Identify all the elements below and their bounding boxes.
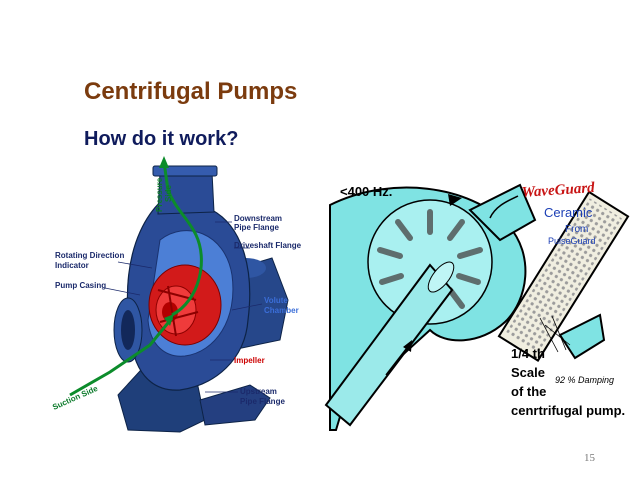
slide-subtitle: How do it work? [84, 128, 239, 150]
label-pump-casing: Pump Casing [55, 281, 106, 290]
label-scale-2: Scale [511, 365, 545, 380]
page-number: 15 [584, 452, 595, 464]
label-downstream-flange: Pipe Flange [234, 223, 279, 232]
label-indicator: Indicator [55, 261, 89, 270]
waveguard-illustration [324, 183, 630, 431]
label-driveshaft: Driveshaft Flange [234, 241, 302, 250]
label-scale-4: cenrtrifugal pump. [511, 403, 625, 418]
label-pulseguard: PulseGuard [548, 236, 596, 246]
label-damping: 92 % Damping [555, 375, 614, 385]
label-ceramic: Ceramic [544, 205, 593, 220]
label-pressure: Pressure [155, 177, 164, 212]
label-upstream: Upstream [240, 387, 277, 396]
label-downstream: Downstream [234, 214, 282, 223]
label-from: From [565, 224, 588, 235]
label-impeller: Impeller [234, 356, 265, 365]
label-waveguard-brand: WaveGuard [521, 180, 595, 201]
label-suction-side: Suction Side [51, 384, 99, 412]
label-chamber: Chamber [264, 306, 299, 315]
label-rotating-direction: Rotating Direction [55, 251, 124, 260]
label-side: Side [164, 185, 173, 202]
label-volute: Volute [264, 296, 288, 305]
pump-cutaway-illustration [69, 156, 289, 433]
label-upstream-flange: Pipe Flange [240, 397, 285, 406]
label-scale-1: 1/4 th [511, 346, 545, 361]
label-hz: <400 Hz. [340, 184, 392, 199]
label-scale-3: of the [511, 384, 546, 399]
slide-title: Centrifugal Pumps [84, 78, 298, 105]
